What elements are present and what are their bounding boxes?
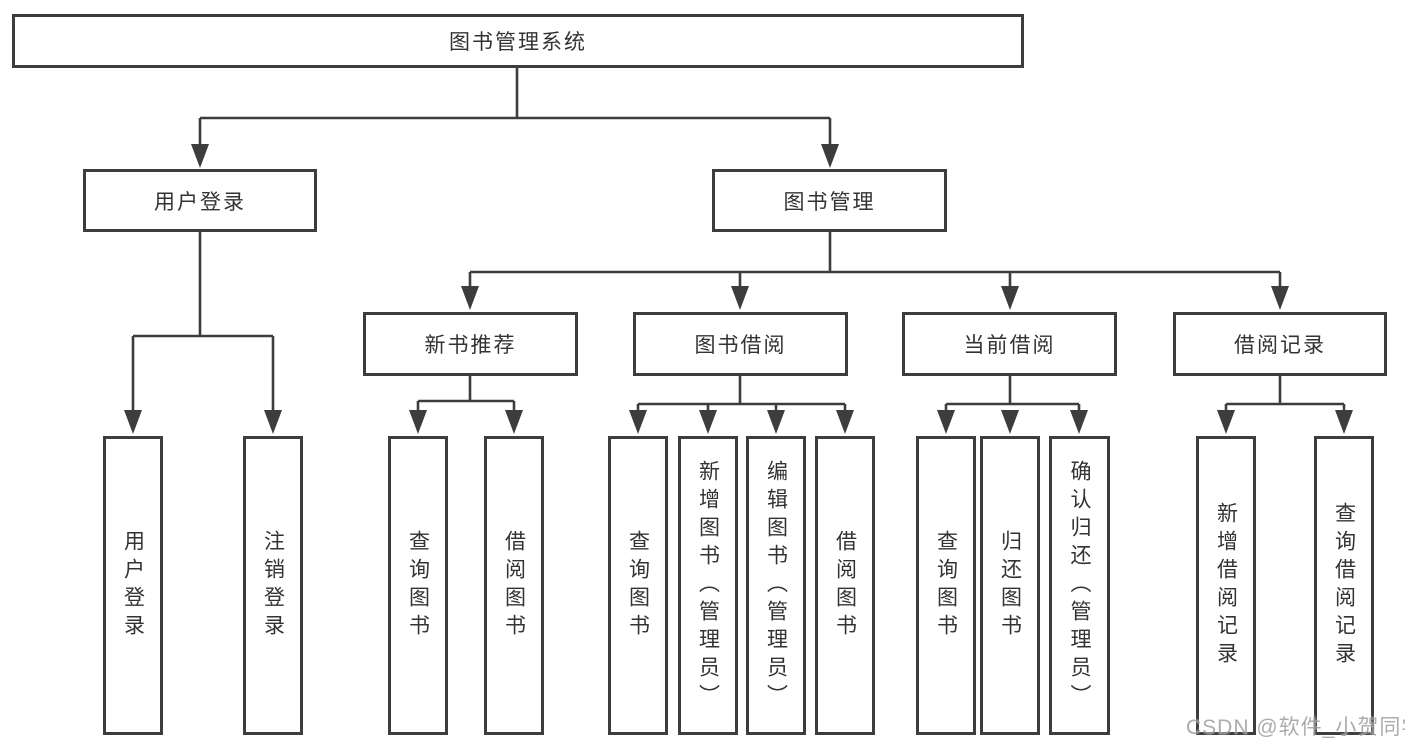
arrow-down-icon — [264, 410, 282, 434]
arrow-down-icon — [461, 286, 479, 310]
arrow-down-icon — [767, 410, 785, 434]
leaf-return-book: 归还图书 — [980, 436, 1040, 735]
leaf-confirm-return-admin: 确认归还（管理员） — [1049, 436, 1110, 735]
arrow-down-icon — [409, 410, 427, 434]
node-library-system: 图书管理系统 — [12, 14, 1024, 68]
arrow-down-icon — [505, 410, 523, 434]
leaf-query-books-recommend: 查询图书 — [388, 436, 448, 735]
leaf-query-books-current: 查询图书 — [916, 436, 976, 735]
node-current-borrowing: 当前借阅 — [902, 312, 1117, 376]
arrow-down-icon — [937, 410, 955, 434]
arrow-down-icon — [1070, 410, 1088, 434]
arrow-down-icon — [1217, 410, 1235, 434]
node-user-login: 用户登录 — [83, 169, 317, 232]
arrow-down-icon — [1271, 286, 1289, 310]
arrow-down-icon — [1335, 410, 1353, 434]
arrow-down-icon — [731, 286, 749, 310]
node-book-management: 图书管理 — [712, 169, 947, 232]
arrow-down-icon — [1001, 286, 1019, 310]
leaf-query-books-borrow: 查询图书 — [608, 436, 668, 735]
arrow-down-icon — [699, 410, 717, 434]
leaf-add-borrow-record: 新增借阅记录 — [1196, 436, 1256, 735]
node-borrowing-records: 借阅记录 — [1173, 312, 1387, 376]
watermark: CSDN @软件_小贺同学 — [1186, 716, 1405, 739]
arrow-down-icon — [821, 144, 839, 168]
arrow-down-icon — [191, 144, 209, 168]
arrow-down-icon — [1001, 410, 1019, 434]
leaf-user-login: 用户登录 — [103, 436, 163, 735]
node-book-borrowing: 图书借阅 — [633, 312, 848, 376]
leaf-borrow-books-recommend: 借阅图书 — [484, 436, 544, 735]
leaf-logout: 注销登录 — [243, 436, 303, 735]
arrow-down-icon — [836, 410, 854, 434]
arrow-down-icon — [124, 410, 142, 434]
arrow-down-icon — [629, 410, 647, 434]
leaf-edit-book-admin: 编辑图书（管理员） — [746, 436, 806, 735]
node-new-book-recommend: 新书推荐 — [363, 312, 578, 376]
leaf-query-borrow-record: 查询借阅记录 — [1314, 436, 1374, 735]
leaf-borrow-books: 借阅图书 — [815, 436, 875, 735]
leaf-add-book-admin: 新增图书（管理员） — [678, 436, 738, 735]
